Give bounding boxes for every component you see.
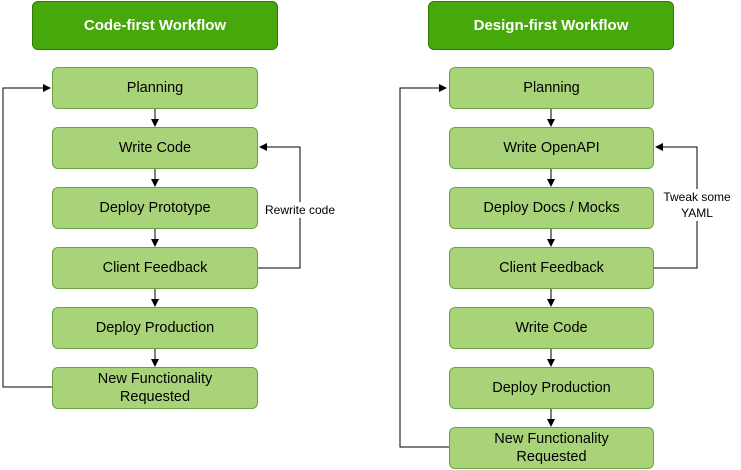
left-loop-label: Rewrite code — [262, 202, 338, 218]
right-step-deploy-docs-mocks: Deploy Docs / Mocks — [449, 187, 654, 229]
left-step-deploy-prototype: Deploy Prototype — [52, 187, 258, 229]
loop-right-outer — [399, 84, 450, 448]
design-first-title: Design-first Workflow — [428, 1, 674, 50]
right-step-client-feedback: Client Feedback — [449, 247, 654, 289]
right-step-write-openapi: Write OpenAPI — [449, 127, 654, 169]
left-step-planning: Planning — [52, 67, 258, 109]
right-step-planning: Planning — [449, 67, 654, 109]
left-step-client-feedback: Client Feedback — [52, 247, 258, 289]
right-step-write-code: Write Code — [449, 307, 654, 349]
left-step-write-code: Write Code — [52, 127, 258, 169]
right-loop-label: Tweak some YAML — [659, 189, 735, 221]
left-step-new-functionality: New Functionality Requested — [52, 367, 258, 409]
right-step-new-functionality: New Functionality Requested — [449, 427, 654, 469]
right-step-deploy-production: Deploy Production — [449, 367, 654, 409]
left-step-deploy-production: Deploy Production — [52, 307, 258, 349]
code-first-title: Code-first Workflow — [32, 1, 278, 50]
loop-left-outer — [2, 84, 52, 388]
